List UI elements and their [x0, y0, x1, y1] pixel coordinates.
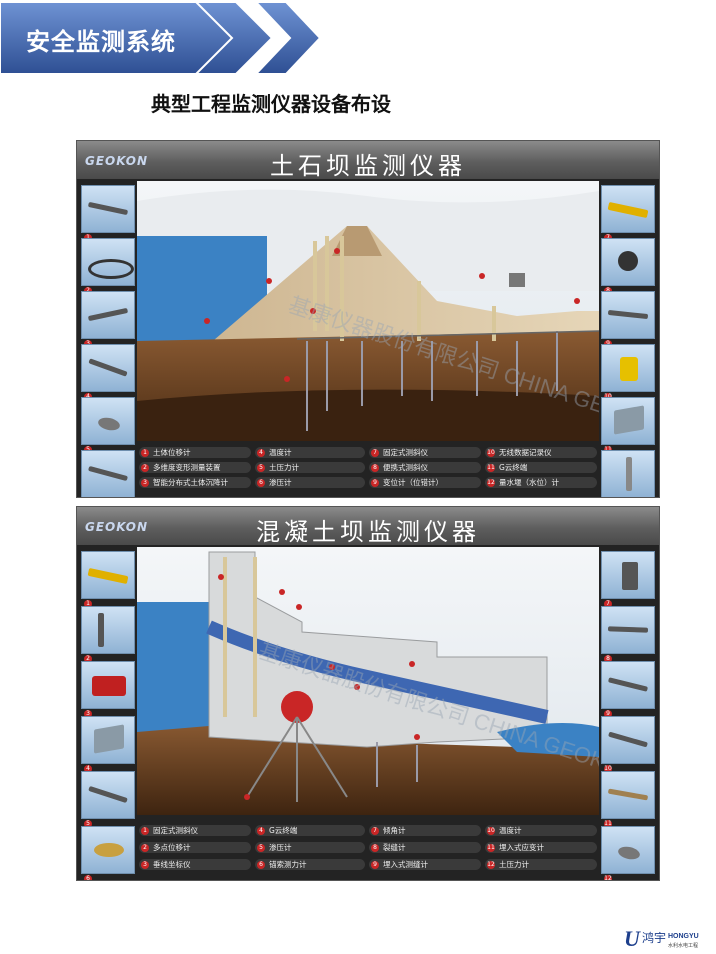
page-title: 典型工程监测仪器设备布设 [0, 88, 716, 117]
instrument-thumbnail: 8 [601, 606, 655, 663]
svg-text:HONGYU: HONGYU [668, 933, 699, 940]
instrument-thumbnail: 11 [601, 771, 655, 828]
instrument-thumbnail: 4 [81, 344, 135, 401]
instrument-thumbnail: 9 [601, 661, 655, 718]
instrument-thumbnail: 3 [81, 291, 135, 348]
right-thumbnail-column: 7 8 9 10 11 12 [599, 181, 657, 497]
concrete-dam-panel: GEOKON 混凝土坝监测仪器 1 2 3 4 5 6 7 8 9 10 11 … [76, 506, 660, 881]
instrument-box [509, 273, 525, 287]
instrument-thumbnail: 1 [81, 185, 135, 242]
company-logo: U 鸿宇 HONGYU 水利水电工程 [624, 926, 699, 950]
left-thumbnail-column: 1 2 3 4 5 6 [79, 547, 137, 880]
panel-header: GEOKON 土石坝监测仪器 [77, 141, 659, 180]
instrument-thumbnail: 8 [601, 238, 655, 295]
earth-dam-panel: GEOKON 土石坝监测仪器 1 2 3 4 5 6 7 8 9 10 11 1… [76, 140, 660, 498]
reservoir-water [137, 602, 217, 732]
svg-text:鸿宇: 鸿宇 [642, 931, 666, 945]
panel-title: 土石坝监测仪器 [270, 152, 466, 180]
instrument-thumbnail: 5 [81, 397, 135, 454]
banner-chevron-2 [253, 1, 320, 75]
banner-chevron-1 [193, 1, 274, 75]
right-thumbnail-column: 7 8 9 10 11 12 [599, 547, 657, 880]
header-title: 安全监测系统 [26, 28, 176, 56]
foundation-soil [137, 722, 599, 815]
svg-text:U: U [624, 926, 641, 950]
panel-header: GEOKON 混凝土坝监测仪器 [77, 507, 659, 546]
svg-text:水利水电工程: 水利水电工程 [668, 942, 698, 949]
brand-logo: GEOKON [85, 520, 149, 534]
instrument-thumbnail: 2 [81, 606, 135, 663]
instrument-thumbnail: 10 [601, 344, 655, 401]
instrument-thumbnail: 4 [81, 716, 135, 773]
concrete-dam-illustration: 基康仪器股份有限公司 CHINA GEOKON INSTRUMENTS CO.,… [137, 547, 599, 815]
page-title-text: 典型工程监测仪器设备布设 [151, 92, 391, 116]
brand-logo: GEOKON [85, 154, 149, 168]
instrument-thumbnail: 6 [81, 826, 135, 880]
instrument-thumbnail: 5 [81, 771, 135, 828]
plumb-line-device [281, 691, 313, 723]
instrument-thumbnail: 9 [601, 291, 655, 348]
instrument-thumbnail: 6 [81, 450, 135, 497]
instrument-thumbnail: 2 [81, 238, 135, 295]
earth-dam-illustration: 基康仪器股份有限公司 CHINA GEOKON INSTRUMENTS CO.,… [137, 181, 599, 441]
instrument-thumbnail: 7 [601, 185, 655, 242]
instrument-thumbnail: 3 [81, 661, 135, 718]
instrument-thumbnail: 12 [601, 826, 655, 880]
instrument-thumbnail: 12 [601, 450, 655, 497]
instrument-thumbnail: 10 [601, 716, 655, 773]
header-banner [0, 0, 320, 76]
instrument-thumbnail: 1 [81, 551, 135, 608]
instrument-thumbnail: 11 [601, 397, 655, 454]
panel-title: 混凝土坝监测仪器 [256, 518, 480, 546]
instrument-thumbnail: 7 [601, 551, 655, 608]
left-thumbnail-column: 1 2 3 4 5 6 [79, 181, 137, 497]
